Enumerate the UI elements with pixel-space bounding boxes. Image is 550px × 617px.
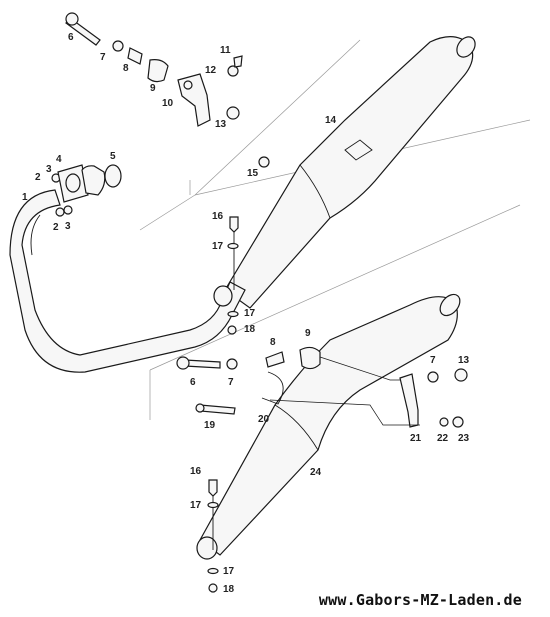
header-pipe [9, 189, 246, 373]
part-label-23: 23 [458, 433, 470, 444]
part-label-18: 18 [244, 324, 256, 335]
part-label-3: 3 [65, 221, 71, 232]
upper-mount-hardware [65, 12, 243, 127]
part-label-18: 18 [223, 584, 235, 595]
part-label-3: 3 [46, 164, 52, 175]
part-label-16: 16 [190, 466, 202, 477]
part-labels: 1 2 3 2 3 4 5 6 7 8 9 10 11 12 13 14 15 … [22, 32, 470, 595]
part-label-9: 9 [150, 83, 156, 94]
part-label-4: 4 [56, 154, 62, 165]
part-label-7: 7 [430, 355, 436, 366]
lower-clamp-bolt [207, 479, 219, 593]
upper-hanger [258, 156, 270, 168]
part-label-9: 9 [305, 328, 311, 339]
part-label-6: 6 [190, 377, 196, 388]
part-label-17: 17 [244, 308, 256, 319]
part-label-2: 2 [53, 222, 59, 233]
upper-clamp-bolt [227, 216, 239, 335]
part-label-13: 13 [458, 355, 470, 366]
part-label-13: 13 [215, 119, 227, 130]
part-label-17: 17 [190, 500, 202, 511]
perspective-guides [139, 39, 531, 420]
part-label-8: 8 [123, 63, 129, 74]
part-label-12: 12 [205, 65, 217, 76]
part-label-19: 19 [204, 420, 216, 431]
part-label-14: 14 [325, 115, 337, 126]
part-label-15: 15 [247, 168, 259, 179]
part-label-5: 5 [110, 151, 116, 162]
part-label-6: 6 [68, 32, 74, 43]
lower-muffler [196, 293, 461, 560]
website-watermark: www.Gabors-MZ-Laden.de [318, 591, 522, 609]
part-label-1: 1 [22, 192, 28, 203]
part-label-20: 20 [258, 414, 270, 425]
part-label-8: 8 [270, 337, 276, 348]
part-label-7: 7 [100, 52, 106, 63]
part-label-2: 2 [35, 172, 41, 183]
part-label-17: 17 [212, 241, 224, 252]
upper-muffler [224, 36, 476, 309]
part-label-7: 7 [228, 377, 234, 388]
part-label-21: 21 [410, 433, 422, 444]
part-label-22: 22 [437, 433, 449, 444]
flange-group [51, 164, 122, 217]
part-label-10: 10 [162, 98, 174, 109]
part-label-17: 17 [223, 566, 235, 577]
lower-mount-hardware [176, 346, 468, 428]
part-label-16: 16 [212, 211, 224, 222]
part-label-11: 11 [220, 45, 231, 56]
part-label-24: 24 [310, 467, 322, 478]
